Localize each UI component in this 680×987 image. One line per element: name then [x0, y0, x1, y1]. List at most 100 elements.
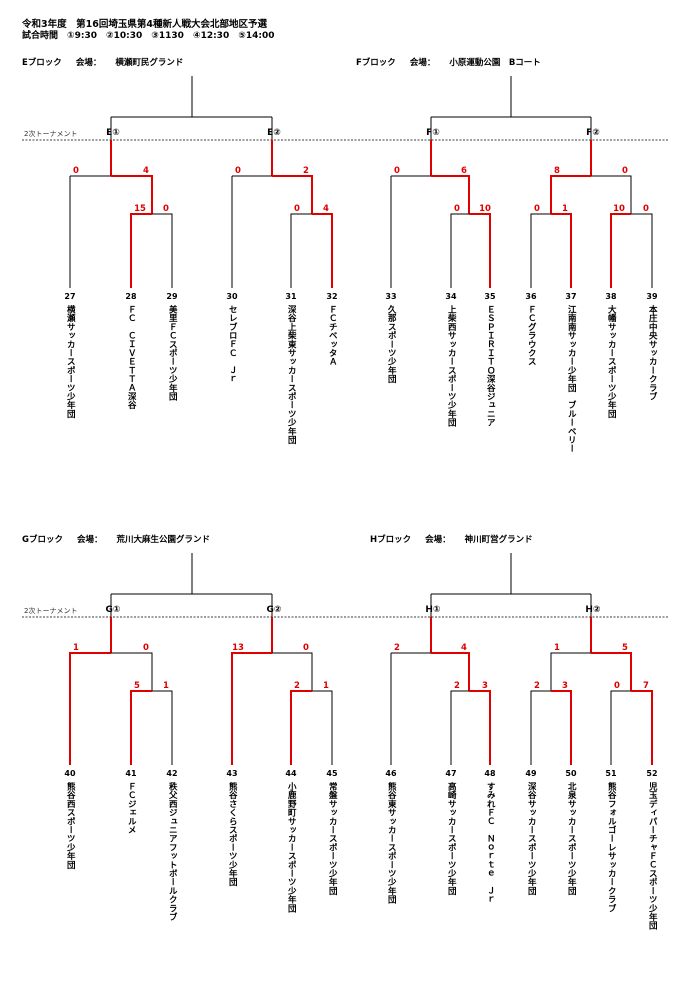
team-name: ＦＣチベッタＡ — [327, 304, 338, 366]
block-header-h: Hブロック 会場： 神川町営グランド — [370, 533, 547, 545]
block-header-e: Eブロック会場：横瀬町民グランド — [22, 56, 197, 68]
score: 5 — [622, 643, 628, 653]
score: 5 — [134, 681, 140, 691]
team-name: ＦＣ ＣＩＶＥＴＴＡ深谷 — [126, 304, 137, 409]
score: 10 — [613, 204, 625, 214]
team-name: 本庄中央サッカークラブ — [647, 304, 658, 401]
score: 1 — [163, 681, 169, 691]
team-name: 深谷サッカースポーツ少年団 — [526, 781, 537, 895]
team-number: 47 — [445, 769, 457, 778]
score: 0 — [163, 204, 169, 214]
team-number: 34 — [445, 292, 457, 301]
team-entry: 28 ＦＣ ＣＩＶＥＴＴＡ深谷 — [124, 292, 138, 409]
score: 0 — [73, 166, 79, 176]
score: 1 — [554, 643, 560, 653]
team-name: 上柴西サッカースポーツ少年団 — [446, 304, 457, 427]
venue-label: 会場： — [76, 535, 103, 545]
team-name: 北泉サッカースポーツ少年団 — [566, 781, 577, 895]
team-entry: 42 秩父西ジュニアフットボールクラブ — [165, 769, 179, 921]
score: 4 — [461, 643, 467, 653]
team-number: 27 — [64, 292, 76, 301]
team-number: 38 — [605, 292, 617, 301]
team-number: 51 — [605, 769, 617, 778]
team-name: 高崎サッカースポーツ少年団 — [446, 781, 457, 895]
team-name: ＦＣジェルメ — [126, 781, 137, 834]
team-number: 42 — [166, 769, 178, 778]
score: 3 — [482, 681, 488, 691]
team-number: 35 — [484, 292, 496, 301]
team-number: 36 — [525, 292, 537, 301]
team-name: 児玉ディパーチャＦＣスポーツ少年団 — [647, 781, 658, 930]
team-number: 32 — [326, 292, 338, 301]
score: 0 — [614, 681, 620, 691]
score: 2 — [294, 681, 300, 691]
team-entry: 34 上柴西サッカースポーツ少年団 — [444, 292, 458, 426]
score: 8 — [554, 166, 560, 176]
venue-name: 横瀬町民グランド — [115, 58, 184, 68]
score: 0 — [643, 204, 649, 214]
team-number: 43 — [226, 769, 238, 778]
venue-name: 神川町営グランド — [464, 535, 533, 545]
team-name: 久那スポーツ少年団 — [386, 304, 397, 383]
score: 0 — [143, 643, 149, 653]
match-label: E① — [106, 128, 120, 138]
score: 15 — [134, 204, 146, 214]
team-name: 秩父西ジュニアフットボールクラブ — [167, 781, 178, 921]
score: 2 — [534, 681, 540, 691]
team-name: 熊谷さくらスポーツ少年団 — [227, 781, 238, 886]
block-header-g: Gブロック会場：荒川大麻生公園グランド — [22, 533, 224, 545]
score: 0 — [294, 204, 300, 214]
team-name: ＥＳＰＩＲＩＴＯ深谷ジュニア — [485, 304, 496, 427]
block-name: Hブロック — [370, 535, 412, 545]
match-label: G① — [105, 605, 121, 615]
team-number: 29 — [166, 292, 178, 301]
team-number: 28 — [125, 292, 137, 301]
score: 7 — [643, 681, 649, 691]
team-entry: 31 深谷上柴東サッカースポーツ少年団 — [284, 292, 298, 444]
match-label: G② — [266, 605, 282, 615]
match-label: H② — [585, 605, 601, 615]
page-title: 令和3年度 第16回埼玉県第4種新人戦大会北部地区予選 — [22, 19, 267, 30]
team-number: 31 — [285, 292, 297, 301]
block-name: Eブロック — [22, 58, 62, 68]
team-number: 41 — [125, 769, 137, 778]
team-number: 39 — [646, 292, 658, 301]
team-number: 44 — [285, 769, 297, 778]
match-label: F② — [586, 128, 600, 138]
score: 1 — [323, 681, 329, 691]
team-entry: 40 熊谷西スポーツ少年団 — [63, 769, 77, 869]
team-entry: 38 大幡サッカースポーツ少年団 — [604, 292, 618, 418]
score: 13 — [232, 643, 244, 653]
team-name: すみれＦＣ Ｎｏｒｔｅ Ｊｒ — [485, 781, 496, 904]
block-header-f: Fブロック会場：小原運動公園 Bコート — [356, 56, 555, 68]
team-number: 45 — [326, 769, 338, 778]
team-name: 熊谷西スポーツ少年団 — [65, 781, 76, 869]
team-name: 大幡サッカースポーツ少年団 — [606, 304, 617, 418]
team-name: 深谷上柴東サッカースポーツ少年団 — [286, 304, 297, 444]
venue-name: 小原運動公園 Bコート — [449, 58, 541, 68]
venue-label: 会場： — [425, 535, 451, 545]
score: 0 — [394, 166, 400, 176]
score: 0 — [622, 166, 628, 176]
match-label: H① — [425, 605, 441, 615]
block-name: Fブロック — [356, 58, 396, 68]
team-name: 小鹿野町サッカースポーツ少年団 — [286, 781, 297, 913]
team-number: 40 — [64, 769, 76, 778]
score: 2 — [394, 643, 400, 653]
score: 4 — [323, 204, 329, 214]
round-label-bottom: 2次トーナメント — [24, 607, 78, 615]
score: 0 — [454, 204, 460, 214]
block-name: Gブロック — [22, 535, 63, 545]
score: 3 — [562, 681, 568, 691]
team-number: 48 — [484, 769, 496, 778]
